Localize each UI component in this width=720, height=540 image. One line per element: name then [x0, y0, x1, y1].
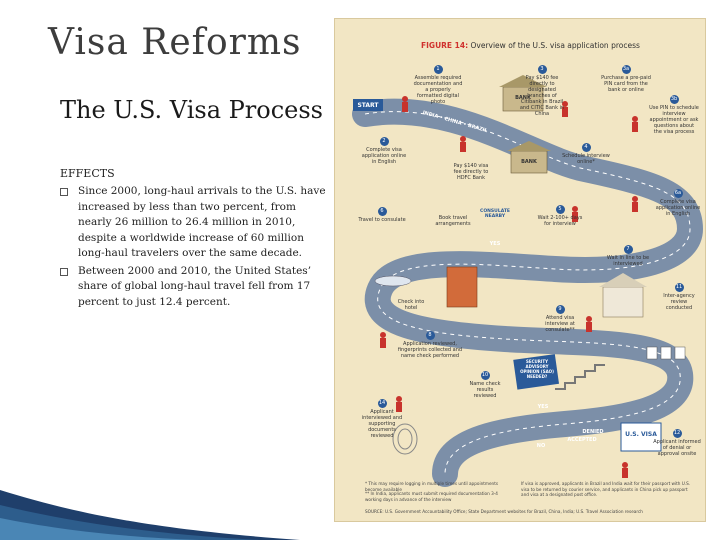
- process-step: Pay $140 visa fee directly to HDFC Bank: [451, 163, 491, 181]
- step-text: Attend visa interview at consulate**: [545, 315, 575, 333]
- no-sign: NO: [536, 443, 546, 449]
- bank-sign-2: BANK: [521, 159, 537, 165]
- bullet-box-icon: [60, 188, 68, 196]
- step-number: 8: [425, 331, 435, 340]
- footnote: If visa is approved, applicants in Brazi…: [521, 481, 691, 497]
- step-text: Assemble required documentation and a pr…: [413, 75, 463, 105]
- bullet-item: Between 2000 and 2010, the United States…: [60, 264, 330, 311]
- bullet-item: Since 2000, long-haul arrivals to the U.…: [60, 184, 330, 262]
- step-text: Inter-agency review conducted: [663, 293, 695, 311]
- step-text: Applicant interviewed and supporting doc…: [361, 409, 403, 439]
- process-road-graphic: [352, 75, 704, 487]
- figure-title-text: Overview of the U.S. visa application pr…: [470, 41, 640, 50]
- process-step: Book travel arrangements: [431, 215, 475, 227]
- yes-sign: YES: [537, 404, 549, 410]
- step-text: Pay $140 visa fee directly to HDFC Bank: [453, 163, 489, 181]
- process-step: Check into hotel: [391, 299, 431, 311]
- step-number: 14: [377, 399, 387, 408]
- sao-sign: SECURITY ADVISORY OPINION (SAO) NEEDED?: [520, 359, 554, 379]
- step-text: Check into hotel: [397, 299, 425, 311]
- step-text: Complete visa application online in Engl…: [361, 147, 407, 165]
- step-text: Pay $140 fee directly to designated bran…: [519, 75, 565, 117]
- visa-process-infographic: FIGURE 14: Overview of the U.S. visa app…: [334, 18, 706, 522]
- step-text: Complete visa application online in Engl…: [655, 199, 701, 217]
- source-note: SOURCE: U.S. Government Accountability O…: [365, 509, 643, 514]
- bullet-text: Since 2000, long-haul arrivals to the U.…: [78, 185, 326, 259]
- step-text: Use PIN to schedule interview appointmen…: [649, 105, 699, 135]
- bullet-box-icon: [60, 267, 68, 276]
- figure-title-prefix: FIGURE 14:: [421, 41, 469, 50]
- accepted-sign: ACCEPTED: [567, 437, 597, 443]
- step-number: 3: [537, 65, 547, 74]
- slide-title: Visa Reforms: [48, 22, 302, 63]
- effects-heading: EFFECTS: [60, 167, 115, 180]
- bullet-text: Between 2000 and 2010, the United States…: [78, 264, 312, 308]
- corner-wave-decoration: [0, 490, 300, 540]
- denied-sign: DENIED: [582, 429, 604, 435]
- yes-sign-road: YES: [489, 241, 501, 247]
- footnote: ** In India, applicants must submit requ…: [365, 491, 498, 502]
- step-text: Name check results reviewed: [469, 381, 501, 399]
- consulate-sign: CONSULATE NEARBY: [480, 209, 510, 219]
- step-number: 4: [581, 143, 591, 152]
- step-text: Purchase a pre-paid PIN card from the ba…: [601, 75, 651, 93]
- step-text: Wait in line to be interviewed: [606, 255, 650, 267]
- step-number: 7: [623, 245, 633, 254]
- figure-title: FIGURE 14: Overview of the U.S. visa app…: [421, 41, 640, 50]
- step-number: 9: [555, 305, 565, 314]
- step-number: 6: [377, 207, 387, 216]
- footnote: * This may require logging in multiple t…: [365, 481, 499, 492]
- step-number: 12: [672, 429, 682, 438]
- step-text: Book travel arrangements: [435, 215, 471, 227]
- step-text: Application reviewed, fingerprints colle…: [397, 341, 463, 359]
- step-number: 2: [379, 137, 389, 146]
- step-text: Schedule interview online*: [562, 153, 610, 165]
- visa-card-label: U.S. VISA: [625, 431, 657, 438]
- bullet-list: Since 2000, long-haul arrivals to the U.…: [60, 184, 330, 312]
- step-text: Applicant informed of denial or approval…: [653, 439, 701, 457]
- step-number: 3b: [669, 95, 679, 104]
- step-number: 1: [433, 65, 443, 74]
- step-number: 3a: [621, 65, 631, 74]
- step-number: 5: [555, 205, 565, 214]
- bank-sign: BANK: [515, 95, 531, 101]
- step-text: Travel to consulate: [358, 217, 406, 223]
- step-number: 11: [674, 283, 684, 292]
- step-text: Wait 2-100+ days for interview: [537, 215, 583, 227]
- start-sign: START: [357, 102, 379, 109]
- step-number: 10: [480, 371, 490, 380]
- step-number: 6a: [673, 189, 683, 198]
- slide-subtitle: The U.S. Visa Process: [60, 96, 323, 124]
